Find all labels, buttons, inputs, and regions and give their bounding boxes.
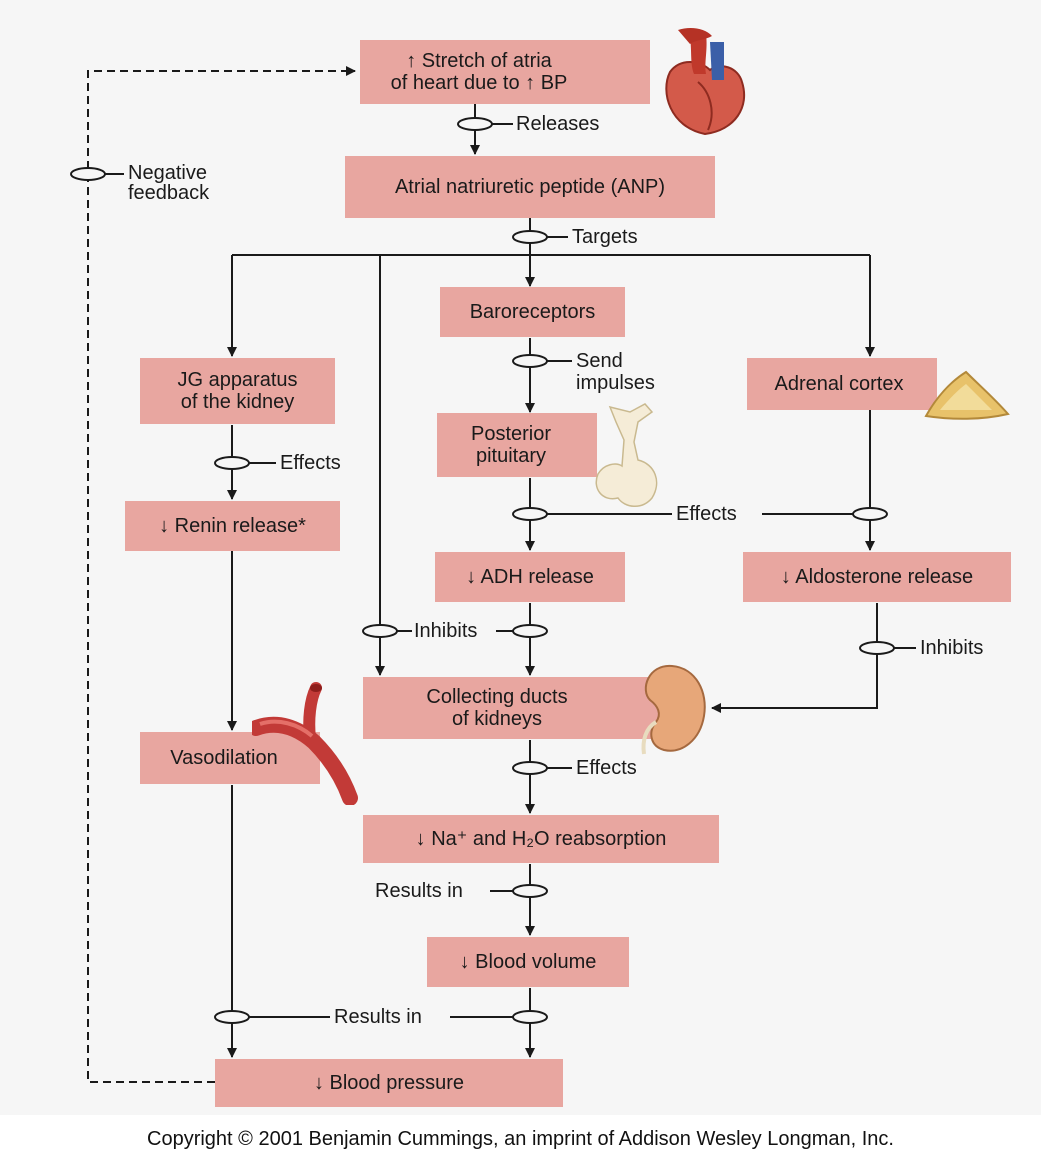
label-inhibits-mid: Inhibits — [414, 620, 478, 642]
box-adh-text: ↓ ADH release — [466, 566, 594, 588]
label-targets: Targets — [572, 226, 638, 248]
ring-effects-mid — [512, 507, 548, 521]
label-negative-feedback: Negative feedback — [128, 162, 210, 204]
ring-effects-jg — [214, 456, 250, 470]
ring-targets — [512, 230, 548, 244]
connector-layer — [70, 66, 916, 1083]
adrenal-gland-icon — [924, 370, 1010, 420]
box-aldosterone-text: ↓ Aldosterone release — [780, 566, 974, 588]
box-collecting-text: Collecting ducts of kidneys — [426, 686, 568, 730]
negative-feedback-loop — [87, 66, 356, 1083]
box-adrenal-text: Adrenal cortex — [774, 373, 904, 395]
box-baroreceptors: Baroreceptors — [440, 287, 625, 337]
label-releases: Releases — [516, 113, 600, 135]
ring-results-in-1 — [512, 884, 548, 898]
ring-results-in-right — [512, 1010, 548, 1024]
box-blood-pressure: ↓ Blood pressure — [215, 1059, 563, 1107]
box-vasodilation: Vasodilation — [140, 732, 320, 784]
box-blood-pressure-text: ↓ Blood pressure — [313, 1072, 465, 1094]
label-effects-mid: Effects — [676, 503, 737, 525]
box-na-h2o-text: ↓ Na⁺ and H₂O reabsorption — [415, 828, 667, 850]
ring-results-in-left — [214, 1010, 250, 1024]
ring-effects-right — [852, 507, 888, 521]
ring-send-impulses — [512, 354, 548, 368]
box-collecting-ducts: Collecting ducts of kidneys — [363, 677, 663, 739]
box-anp-text: Atrial natriuretic peptide (ANP) — [394, 176, 666, 198]
box-adrenal-cortex: Adrenal cortex — [747, 358, 937, 410]
box-na-h2o-reabsorption: ↓ Na⁺ and H₂O reabsorption — [363, 815, 719, 863]
box-jg-apparatus: JG apparatus of the kidney — [140, 358, 335, 424]
blood-vessel-icon — [252, 682, 358, 805]
label-results-in-1: Results in — [375, 880, 463, 902]
box-vasodilation-text: Vasodilation — [170, 747, 278, 769]
label-send-impulses: Send impulses — [576, 350, 655, 394]
box-baroreceptors-text: Baroreceptors — [469, 301, 596, 323]
box-posterior-text: Posterior pituitary — [470, 423, 552, 467]
ring-releases — [457, 117, 493, 131]
box-posterior-pituitary: Posterior pituitary — [437, 413, 597, 477]
label-results-in-2: Results in — [334, 1006, 422, 1028]
kidney-icon — [641, 664, 706, 755]
label-inhibits-right: Inhibits — [920, 637, 984, 659]
ring-inhibits-right — [859, 641, 895, 655]
pituitary-gland-icon — [595, 403, 658, 507]
box-renin-text: ↓ Renin release* — [159, 515, 306, 537]
ring-effects-cd — [512, 761, 548, 775]
box-adh-release: ↓ ADH release — [435, 552, 625, 602]
ring-negative-feedback — [70, 167, 106, 181]
box-anp: Atrial natriuretic peptide (ANP) — [345, 156, 715, 218]
box-jg-text: JG apparatus of the kidney — [177, 369, 298, 413]
label-effects-jg: Effects — [280, 452, 341, 474]
box-blood-volume-text: ↓ Blood volume — [459, 951, 597, 973]
box-aldosterone-release: ↓ Aldosterone release — [743, 552, 1011, 602]
label-effects-cd: Effects — [576, 757, 637, 779]
copyright-band — [0, 1115, 1041, 1170]
ring-inhibits-left — [362, 624, 398, 638]
box-stretch-of-atria: ↑ Stretch of atria of heart due to ↑ BP — [360, 40, 650, 104]
arrow-aldo-collecting — [711, 603, 878, 713]
heart-icon — [665, 28, 746, 136]
box-stretch-text: ↑ Stretch of atria of heart due to ↑ BP — [390, 50, 568, 94]
box-renin-release: ↓ Renin release* — [125, 501, 340, 551]
copyright-text: Copyright © 2001 Benjamin Cummings, an i… — [147, 1128, 894, 1150]
box-blood-volume: ↓ Blood volume — [427, 937, 629, 987]
ring-inhibits-mid — [512, 624, 548, 638]
